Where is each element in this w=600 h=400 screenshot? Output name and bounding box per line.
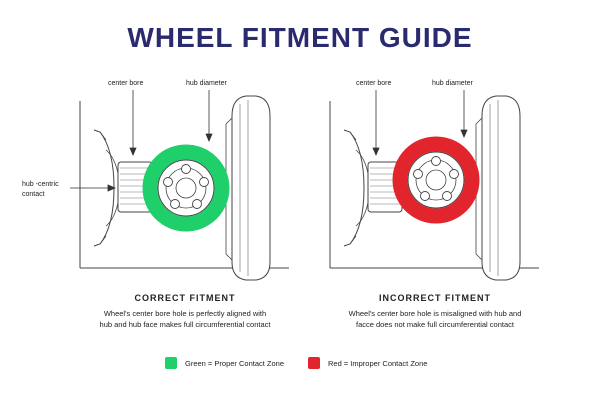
incorrect-fitment-drawing [329, 90, 540, 281]
incorrect-contact-ring [392, 136, 480, 224]
correct-fitment-description: Wheel's center bore hole is perfectly al… [99, 309, 271, 329]
incorrect-fitment-title: INCORRECT FITMENT [379, 293, 491, 303]
correct-fitment-drawing [70, 90, 290, 281]
left-center-bore-label: center bore [108, 80, 144, 87]
page-title: WHEEL FITMENT GUIDE [127, 22, 473, 53]
legend-item-red: Red = Improper Contact Zone [308, 356, 427, 370]
red-swatch [308, 357, 320, 369]
right-hub-diameter-label: hub diameter [432, 80, 473, 87]
right-center-bore-label: center bore [356, 80, 392, 87]
correct-contact-ring [142, 144, 230, 232]
legend-label: Red = Improper Contact Zone [328, 358, 428, 368]
incorrect-fitment-description: Wheel's center bore hole is misaligned w… [348, 309, 522, 329]
correct-fitment-title: CORRECT FITMENT [134, 293, 236, 303]
legend-item-green: Green = Proper Contact Zone [165, 356, 284, 370]
left-hub-diameter-label: hub diameter [186, 80, 227, 87]
left-hub-centric-label: hub -centric contact [22, 181, 59, 198]
green-swatch [165, 357, 177, 369]
legend-label: Green = Proper Contact Zone [185, 358, 285, 368]
